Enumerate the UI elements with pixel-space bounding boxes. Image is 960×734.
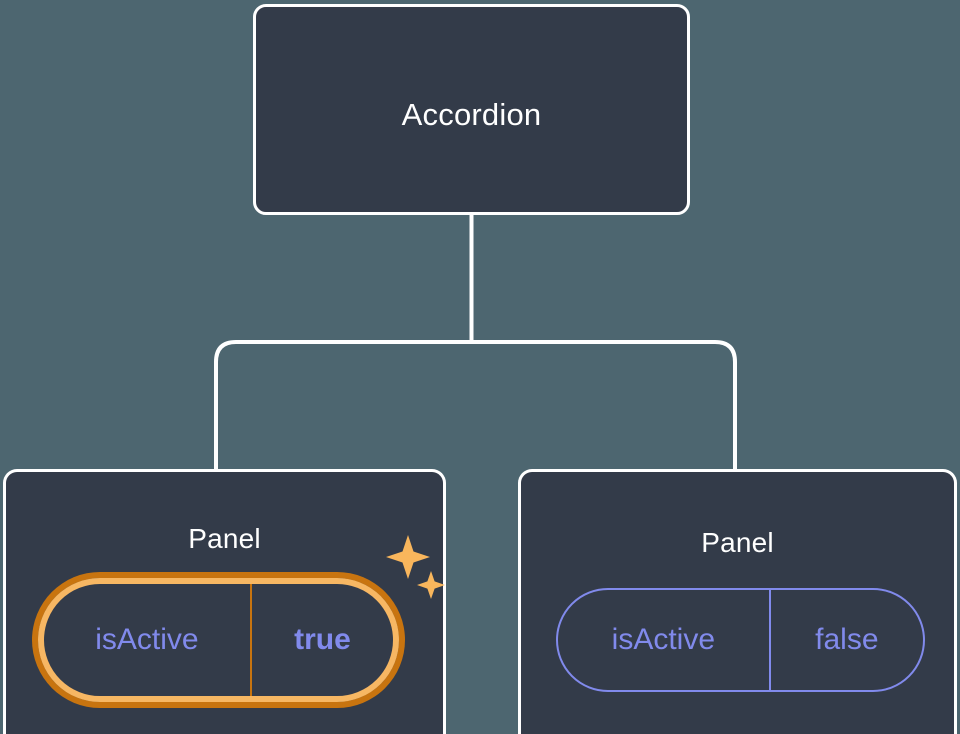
node-panel-inactive-label: Panel	[701, 527, 774, 558]
prop-key-label: isActive	[611, 623, 716, 656]
prop-key-label: isActive	[95, 623, 199, 656]
node-accordion[interactable]: Accordion	[253, 4, 690, 215]
prop-value-label: false	[768, 590, 923, 690]
prop-badge-isactive-false[interactable]: isActive false	[556, 588, 925, 692]
connector-branch-bus	[214, 340, 737, 470]
node-panel-active-label: Panel	[188, 523, 261, 554]
node-accordion-label: Accordion	[401, 97, 542, 132]
prop-badge-isactive-true[interactable]: isActive true	[38, 578, 399, 702]
prop-value-label: true	[249, 584, 393, 696]
